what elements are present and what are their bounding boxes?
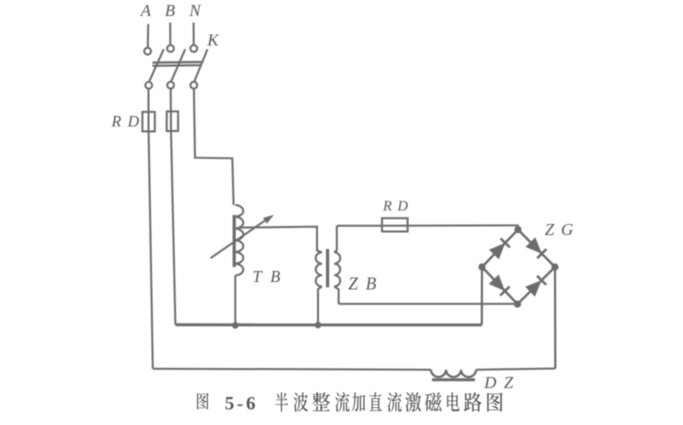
svg-text:6: 6 (246, 394, 256, 415)
svg-text:R: R (111, 113, 122, 130)
svg-text:R: R (382, 199, 392, 215)
svg-text:K: K (206, 31, 219, 50)
svg-text:B: B (366, 273, 377, 293)
svg-text:D: D (127, 113, 140, 130)
svg-text:Z: Z (348, 273, 358, 293)
svg-text:A: A (140, 1, 152, 20)
svg-text:G: G (561, 220, 573, 239)
svg-text:T: T (252, 267, 263, 286)
svg-text:Z: Z (504, 373, 514, 392)
svg-text:D: D (483, 373, 496, 392)
svg-text:B: B (165, 1, 175, 20)
svg-text:5: 5 (225, 394, 235, 415)
svg-text:N: N (188, 1, 201, 20)
svg-text:D: D (396, 199, 408, 215)
svg-text:Z: Z (545, 220, 555, 239)
svg-text:-: - (237, 394, 243, 415)
svg-text:B: B (270, 267, 280, 286)
